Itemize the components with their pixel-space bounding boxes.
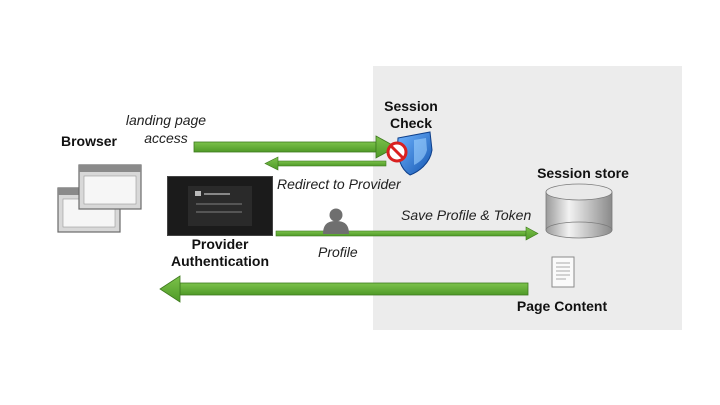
provider-login-thumbnail <box>167 176 273 236</box>
landing-access-label: landing page access <box>125 112 207 146</box>
shield-icon <box>397 131 433 176</box>
no-entry-icon <box>386 141 408 163</box>
redirect-label: Redirect to Provider <box>277 176 401 192</box>
database-icon <box>545 183 613 239</box>
save-profile-label: Save Profile & Token <box>401 207 532 223</box>
page-content-arrow <box>159 275 529 303</box>
provider-auth-label: Provider Authentication <box>171 236 269 269</box>
browser-label: Browser <box>60 133 118 149</box>
page-content-label: Page Content <box>516 298 608 314</box>
redirect-arrow <box>264 156 387 171</box>
profile-label: Profile <box>318 244 358 260</box>
browser-windows-icon <box>57 164 142 233</box>
session-check-label: Session Check <box>384 98 438 131</box>
provider-logo-icon <box>195 191 201 196</box>
landing-access-arrow <box>193 135 397 159</box>
login-dialog <box>188 186 252 226</box>
save-profile-arrow <box>275 226 539 241</box>
session-store-label: Session store <box>537 165 629 181</box>
document-icon <box>551 256 575 288</box>
user-icon <box>323 208 349 234</box>
